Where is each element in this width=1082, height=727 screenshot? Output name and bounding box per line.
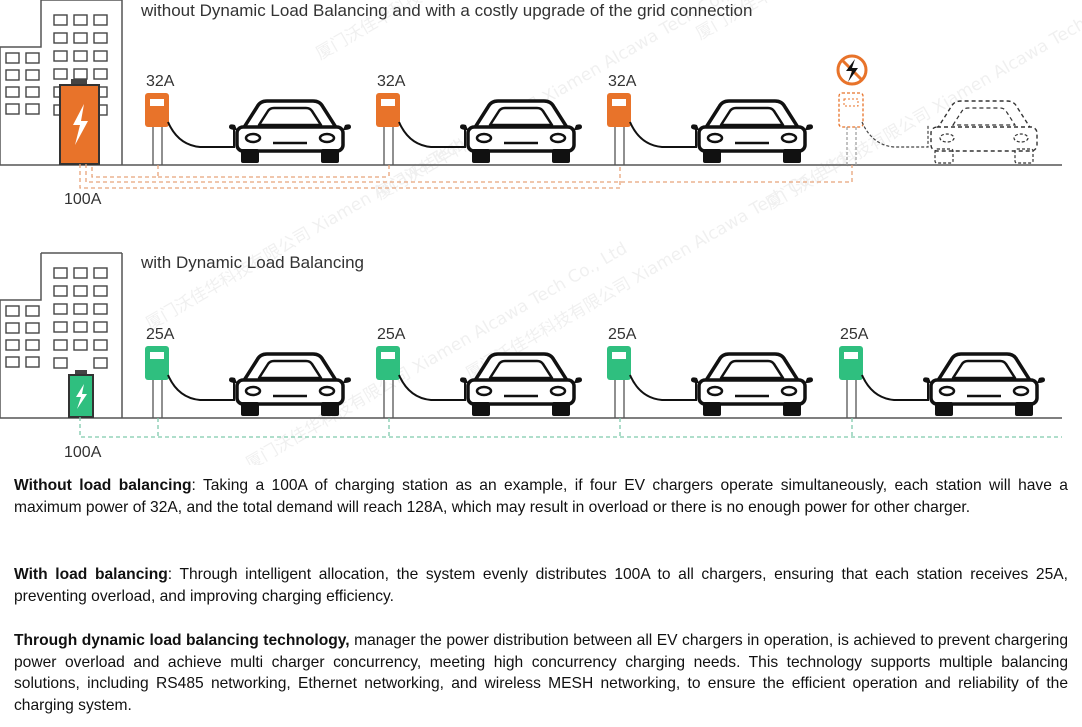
paragraph-with-balancing: With load balancing: Through intelligent… (14, 564, 1068, 607)
charger-station: 32A (145, 73, 235, 165)
charger-station-unpowered (836, 54, 929, 165)
paragraph-body: : Taking a 100A of charging station as a… (14, 477, 1068, 516)
paragraph-body: : Through intelligent allocation, the sy… (14, 566, 1068, 605)
car-icon (227, 99, 353, 165)
scenario-with-balancing: with Dynamic Load Balancing 100A 25A (0, 252, 1062, 461)
paragraph-without-balancing: Without load balancing: Taking a 100A of… (14, 475, 1068, 518)
charger-current-label: 25A (377, 326, 406, 343)
paragraph-heading: With load balancing (14, 566, 168, 583)
car-icon (689, 352, 815, 418)
charger-station: 32A (607, 73, 697, 165)
charger-station: 25A (145, 326, 235, 418)
charger-current-label: 25A (608, 326, 637, 343)
bottom-building-label: 100A (64, 444, 102, 461)
top-caption: without Dynamic Load Balancing and with … (140, 1, 752, 20)
car-icon (921, 352, 1047, 418)
car-icon (689, 99, 815, 165)
battery-full-icon (59, 79, 100, 165)
paragraph-body: manager the power distribution between a… (14, 632, 1069, 714)
paragraph-technology: Through dynamic load balancing technolog… (14, 630, 1068, 716)
charger-current-label: 25A (146, 326, 175, 343)
scenario-without-balancing: without Dynamic Load Balancing and with … (0, 0, 1062, 208)
charger-station: 25A (607, 326, 697, 418)
load-balancing-diagram: 厦门沃佳华科技有限公司 Xiamen Alcawa Tech Co., Ltd … (0, 0, 1082, 465)
charger-current-label: 32A (146, 73, 175, 90)
charger-current-label: 25A (840, 326, 869, 343)
top-building-label: 100A (64, 191, 102, 208)
svg-text:厦门沃佳华科技有限公司 Xiamen Alcawa Tech: 厦门沃佳华科技有限公司 Xiamen Alcawa Tech Co., Ltd (463, 149, 851, 385)
bottom-caption: with Dynamic Load Balancing (140, 253, 364, 272)
car-icon (458, 99, 584, 165)
charger-station: 25A (376, 326, 466, 418)
charger-station: 32A (376, 73, 466, 165)
battery-green-icon (68, 370, 94, 418)
charger-current-label: 32A (608, 73, 637, 90)
paragraph-heading: Without load balancing (14, 477, 192, 494)
no-power-icon (836, 54, 868, 86)
paragraph-heading: Through dynamic load balancing technolog… (14, 632, 350, 649)
svg-text:厦门沃佳华科技有限公司 Xiamen Alcawa Tech: 厦门沃佳华科技有限公司 Xiamen Alcawa Tech Co., Ltd (243, 239, 631, 465)
car-icon (227, 352, 353, 418)
building-icon (0, 252, 123, 419)
charger-station: 25A (839, 326, 929, 418)
charger-current-label: 32A (377, 73, 406, 90)
